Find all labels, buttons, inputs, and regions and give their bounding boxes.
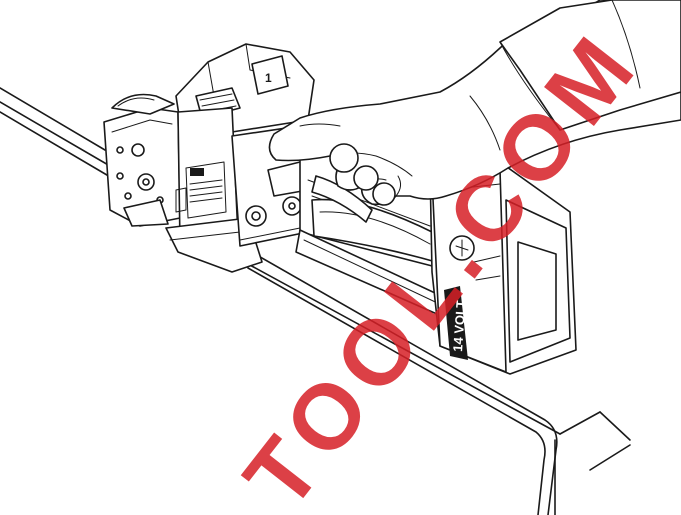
hand bbox=[268, 0, 681, 206]
tool-body: 1 bbox=[103, 43, 451, 319]
key-number-label: 1 bbox=[265, 71, 272, 85]
strap-band bbox=[0, 111, 558, 515]
battery-voltage-label: 14 VOLT bbox=[450, 299, 469, 352]
battery-pack: 14 VOLT bbox=[429, 161, 577, 375]
